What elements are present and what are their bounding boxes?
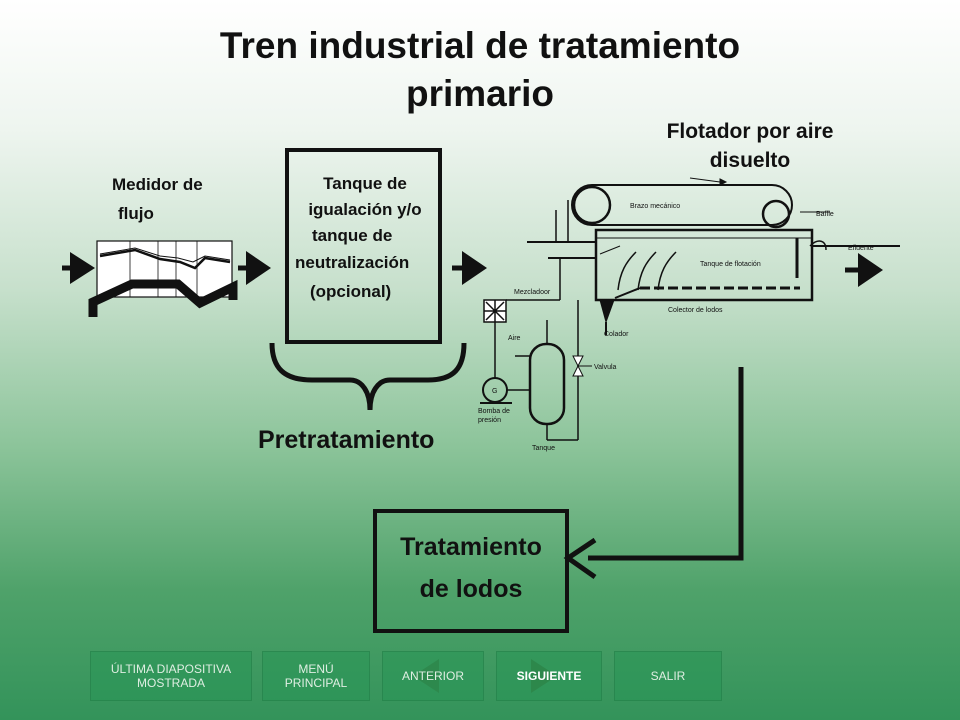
previous-button[interactable]: ANTERIOR	[382, 651, 484, 701]
daf-label-effluent: Efluente	[848, 245, 874, 252]
daf-label-valve: Valvula	[594, 364, 617, 371]
sludge-label-line-2: de lodos	[419, 575, 523, 603]
daf-label-flotation-tank: Tanque de flotación	[700, 261, 761, 268]
title-line-1: Tren industrial de tratamiento	[219, 25, 741, 66]
main-menu-button[interactable]: MENÚ PRINCIPAL	[262, 651, 370, 701]
daf-label-pump-symbol: G	[492, 388, 497, 395]
arrow-to-daf	[452, 251, 487, 285]
daf-label-baffle: Baffle	[816, 211, 834, 218]
tank-label-line-2: igualación y/o	[308, 200, 422, 219]
right-arrow-icon	[531, 659, 557, 693]
daf-label-mixer: Mezcladoor	[514, 289, 551, 296]
exit-label: SALIR	[650, 669, 686, 683]
tank-label-line-1: Tanque de	[323, 174, 407, 193]
tank-label-line-3: tanque de	[312, 226, 393, 245]
daf-label-pump-line-1: Bomba de	[478, 408, 510, 415]
daf-unit-drawing	[480, 177, 900, 441]
daf-title-line-1: Flotador por aire	[666, 120, 834, 143]
main-menu-label: MENÚ PRINCIPAL	[284, 662, 348, 690]
sludge-treatment-box	[373, 509, 569, 633]
sludge-label-line-1: Tratamiento	[400, 533, 542, 561]
slide-title: Tren industrial de tratamiento primario	[0, 22, 960, 118]
daf-label-air: Aire	[508, 335, 521, 342]
inlet-arrow	[62, 252, 95, 284]
tank-label-line-5: (opcional)	[310, 282, 392, 301]
flow-meter-label-line-1: Medidor de	[112, 175, 203, 194]
equalization-tank-box	[285, 148, 442, 344]
daf-title: Flotador por aire disuelto	[630, 117, 870, 175]
last-slide-button[interactable]: ÚLTIMA DIAPOSITIVA MOSTRADA	[90, 651, 252, 701]
daf-label-sludge-collector: Colector de lodos	[668, 307, 723, 314]
tank-label-line-4: neutralización	[295, 253, 410, 272]
daf-label-strainer: Colador	[604, 331, 629, 338]
exit-button[interactable]: SALIR	[614, 651, 722, 701]
arrow-to-tank	[238, 251, 271, 285]
sludge-line	[563, 367, 744, 580]
next-label: SIGUIENTE	[516, 669, 582, 683]
pretreatment-brace	[269, 342, 467, 411]
daf-label-tank: Tanque	[532, 445, 555, 452]
daf-title-line-2: disuelto	[709, 149, 791, 172]
next-button[interactable]: SIGUIENTE	[496, 651, 602, 701]
flow-meter-chart	[88, 240, 238, 317]
pretreatment-label: Pretratamiento	[258, 426, 435, 454]
last-slide-label: ÚLTIMA DIAPOSITIVA MOSTRADA	[110, 662, 232, 690]
daf-label-scraper: Brazo mecánico	[630, 203, 680, 210]
title-line-2: primario	[405, 73, 555, 114]
daf-label-pump-line-2: presión	[478, 417, 501, 424]
sludge-treatment-label: Tratamiento de lodos	[375, 526, 567, 610]
left-arrow-icon	[413, 659, 439, 693]
flow-meter-label-line-2: flujo	[118, 204, 154, 223]
outlet-arrow	[845, 253, 883, 287]
previous-label: ANTERIOR	[401, 669, 464, 683]
